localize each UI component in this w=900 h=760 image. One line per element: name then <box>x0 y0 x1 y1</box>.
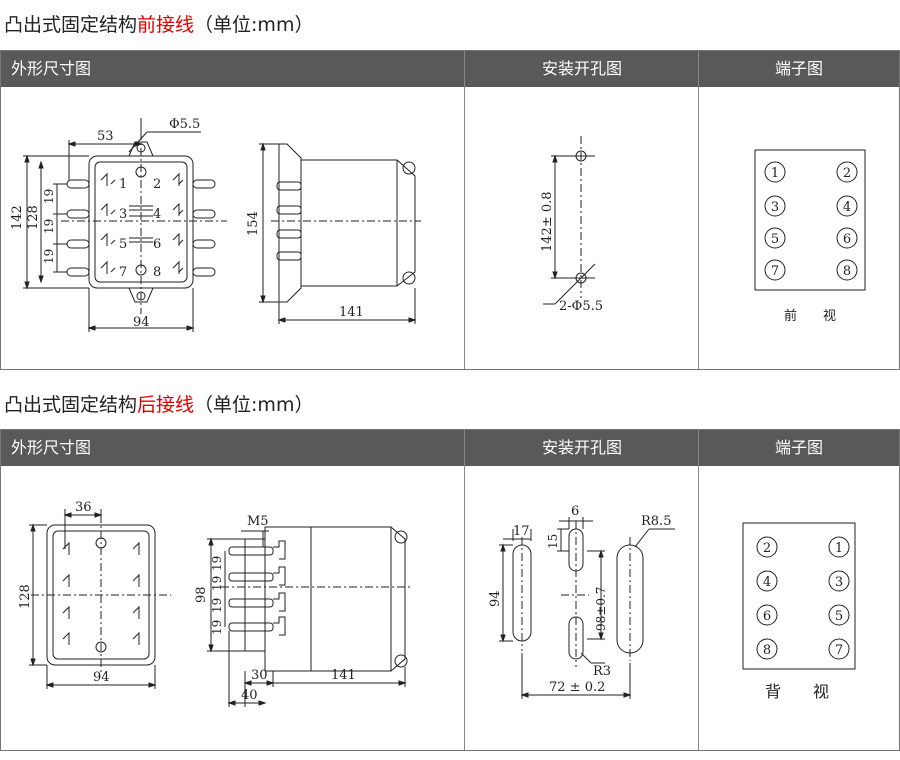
terminal-rear-8: 8 <box>763 643 771 658</box>
terminal-front-caption: 前 视 <box>784 308 836 324</box>
section1-title-suffix: （单位:mm） <box>194 14 314 36</box>
dim-142: 142 <box>10 205 25 230</box>
terminal-rear-4: 4 <box>763 575 771 590</box>
section2-title-prefix: 凸出式固定结构 <box>4 394 138 416</box>
section1-table: 外形尺寸图 安装开孔图 端子图 <box>0 50 900 370</box>
terminal-front-2: 2 <box>843 166 851 181</box>
section1-outline-drawing: 53 Φ5.5 142 128 19 19 19 1 2 3 4 5 6 7 8… <box>10 117 421 332</box>
dim-19-1: 19 <box>210 556 224 571</box>
section1-mounting-drawing: 142± 0.8 2-Φ5.5 <box>540 136 603 314</box>
section2-title: 凸出式固定结构后接线（单位:mm） <box>4 390 313 417</box>
mounting-dim-142: 142± 0.8 <box>540 191 555 252</box>
dim-phi-5-5: Φ5.5 <box>169 117 200 132</box>
dim-40: 40 <box>241 688 258 703</box>
dim-6: 6 <box>571 504 579 519</box>
section2-header-row: 外形尺寸图 安装开孔图 端子图 <box>1 430 899 466</box>
section2-terminal-map: 2 1 4 3 6 5 8 7 背 视 <box>742 522 856 701</box>
outline-terminal-8: 8 <box>153 265 161 280</box>
terminal-rear-7: 7 <box>835 643 843 658</box>
terminal-front-6: 6 <box>843 232 851 247</box>
outline-terminal-2: 2 <box>153 177 161 192</box>
dim-19-a: 19 <box>42 189 56 204</box>
section2-mounting-drawing: 17 6 R8.5 15 94 98±0.7 R3 72 ± 0.2 <box>488 504 675 699</box>
dim-94: 94 <box>133 315 150 330</box>
dim-94-mount: 94 <box>488 590 503 607</box>
section1-terminal-map: 1 2 3 4 5 6 7 8 前 视 <box>754 149 866 324</box>
section2-title-suffix: （单位:mm） <box>194 394 314 416</box>
dim-128-rear: 128 <box>18 584 33 609</box>
section1-divider-2 <box>698 51 699 369</box>
dim-19-2: 19 <box>210 576 224 591</box>
terminal-rear-caption: 背 视 <box>765 682 829 701</box>
section2-header-outline: 外形尺寸图 <box>11 438 92 457</box>
outline-terminal-3: 3 <box>119 207 127 222</box>
section1-header-mounting: 安装开孔图 <box>541 59 622 78</box>
section1-header-outline: 外形尺寸图 <box>11 59 92 78</box>
dim-19-3: 19 <box>210 598 224 613</box>
outline-terminal-5: 5 <box>119 237 127 252</box>
terminal-front-5: 5 <box>771 232 779 247</box>
section2-outline-drawing: 36 128 94 M5 98 19 19 19 19 30 141 40 <box>18 500 413 707</box>
dim-17: 17 <box>513 524 530 539</box>
outline-terminal-4: 4 <box>153 207 161 222</box>
terminal-front-3: 3 <box>771 200 779 215</box>
outline-terminal-1: 1 <box>119 177 127 192</box>
section1-title: 凸出式固定结构前接线（单位:mm） <box>4 10 313 37</box>
dim-19-c: 19 <box>42 249 56 264</box>
section2-title-accent: 后接线 <box>137 394 195 416</box>
dim-141: 141 <box>339 305 364 320</box>
dim-98-side: 98 <box>194 586 209 603</box>
terminal-rear-2: 2 <box>763 541 771 556</box>
terminal-rear-6: 6 <box>763 609 771 624</box>
dim-128: 128 <box>26 205 41 230</box>
outline-terminal-6: 6 <box>153 237 161 252</box>
dim-r8-5: R8.5 <box>641 514 671 529</box>
dim-19-b: 19 <box>42 219 56 234</box>
terminal-front-4: 4 <box>843 200 851 215</box>
dim-72: 72 ± 0.2 <box>549 680 605 695</box>
terminal-front-1: 1 <box>771 166 779 181</box>
dim-r3: R3 <box>593 664 611 679</box>
dim-36: 36 <box>75 500 92 515</box>
outline-terminal-7: 7 <box>119 265 127 280</box>
terminal-front-7: 7 <box>771 264 779 279</box>
terminal-rear-1: 1 <box>835 541 843 556</box>
dim-53: 53 <box>97 129 114 144</box>
section2-table: 外形尺寸图 安装开孔图 端子图 <box>0 429 900 751</box>
terminal-rear-5: 5 <box>835 609 843 624</box>
dim-141-rear: 141 <box>331 668 356 683</box>
section2-divider-2 <box>698 430 699 750</box>
section1-divider-1 <box>464 51 465 369</box>
section2-header-terminal: 端子图 <box>774 438 823 457</box>
dim-m5: M5 <box>247 514 269 529</box>
section2-divider-1 <box>464 430 465 750</box>
section1-title-prefix: 凸出式固定结构 <box>4 14 138 36</box>
dim-30: 30 <box>251 668 268 683</box>
dim-98-tol: 98±0.7 <box>594 587 608 631</box>
terminal-rear-3: 3 <box>835 575 843 590</box>
section1-header-terminal: 端子图 <box>774 59 823 78</box>
section2-header-mounting: 安装开孔图 <box>541 438 622 457</box>
mounting-dim-hole: 2-Φ5.5 <box>559 299 603 314</box>
dim-94-rear: 94 <box>93 670 110 685</box>
dim-15: 15 <box>546 534 560 549</box>
section1-header-row: 外形尺寸图 安装开孔图 端子图 <box>1 51 899 87</box>
dim-19-4: 19 <box>210 620 224 635</box>
terminal-front-8: 8 <box>843 264 851 279</box>
section1-title-accent: 前接线 <box>137 14 195 36</box>
dim-154: 154 <box>246 211 261 236</box>
